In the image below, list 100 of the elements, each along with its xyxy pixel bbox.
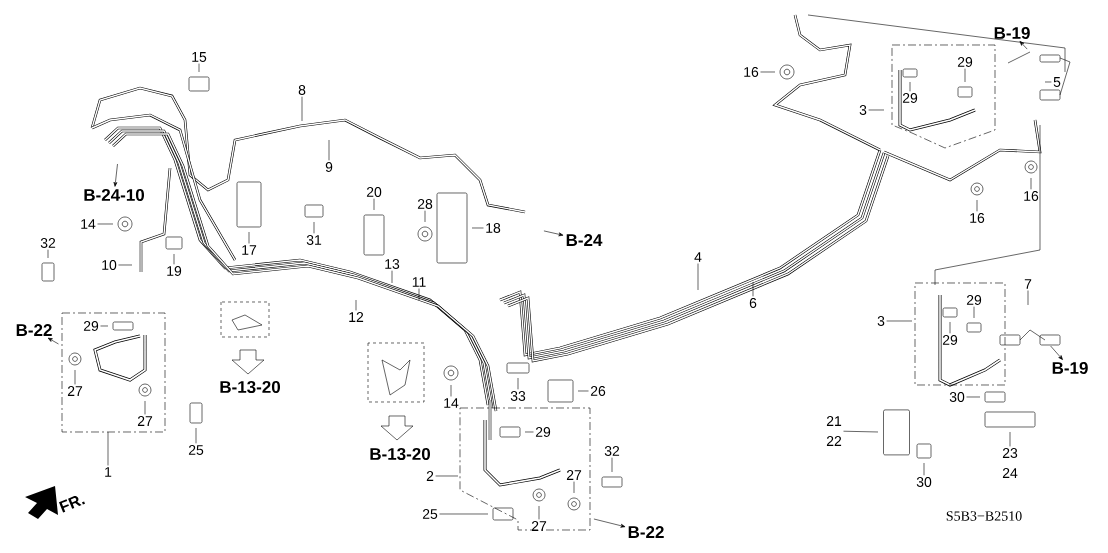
reference-arrow xyxy=(543,230,564,237)
callout-number: 16 xyxy=(1024,191,1039,201)
leader-line xyxy=(435,475,459,477)
leader-line xyxy=(100,325,109,327)
leader-line xyxy=(328,139,330,161)
leader-line xyxy=(1030,177,1032,190)
leader-line xyxy=(144,400,146,415)
leader-line xyxy=(424,210,426,223)
callout-number: 13 xyxy=(385,259,400,269)
leader-line xyxy=(195,427,197,444)
callout-number: 25 xyxy=(188,445,204,455)
leader-line xyxy=(886,320,913,322)
callout-number: 29 xyxy=(83,321,99,331)
leader-line xyxy=(524,431,534,433)
leader-line xyxy=(611,457,613,473)
callout-number: 29 xyxy=(535,427,551,437)
callout-number: 18 xyxy=(486,223,501,233)
leader-line xyxy=(964,68,966,83)
callout-number: 9 xyxy=(325,162,333,172)
leader-line xyxy=(97,223,114,225)
leader-line xyxy=(1027,290,1029,306)
leader-line xyxy=(760,71,776,73)
leader-line xyxy=(450,384,452,397)
leader-line xyxy=(391,270,393,284)
callout-number: 30 xyxy=(949,392,965,402)
callout-number: 27 xyxy=(531,521,547,531)
leader-line xyxy=(418,288,420,301)
leader-line xyxy=(923,462,925,476)
leader-line xyxy=(471,227,484,229)
leader-line xyxy=(843,430,879,433)
reference-arrow xyxy=(593,518,626,528)
leader-line xyxy=(976,199,978,212)
callout-number: 4 xyxy=(694,252,702,262)
callout-number: 28 xyxy=(417,199,433,209)
reference-label: B-13-20 xyxy=(220,380,280,393)
callout-number: 32 xyxy=(40,238,56,248)
callout-number: 32 xyxy=(604,446,620,456)
leader-line xyxy=(1044,81,1052,83)
callout-number: 7 xyxy=(1024,279,1032,289)
leader-line xyxy=(355,299,357,311)
leader-line xyxy=(697,263,699,291)
leader-line xyxy=(538,505,540,520)
callout-number: 12 xyxy=(349,312,364,322)
leader-line xyxy=(966,396,981,398)
reference-label: B-24-10 xyxy=(84,188,144,201)
leader-line xyxy=(373,198,375,211)
callout-number: 15 xyxy=(192,52,207,62)
reference-label: B-22 xyxy=(628,526,664,538)
leader-line xyxy=(118,264,133,266)
callout-number: 29 xyxy=(942,335,958,345)
callout-number: 27 xyxy=(137,416,153,426)
callout-number: 29 xyxy=(966,295,982,305)
leader-line xyxy=(313,221,315,234)
leader-line xyxy=(198,63,200,73)
callout-number: 16 xyxy=(970,213,985,223)
leader-line xyxy=(973,306,975,319)
callout-number: 31 xyxy=(306,235,322,245)
leader-line xyxy=(74,369,76,385)
leader-line xyxy=(301,96,303,122)
leader-line xyxy=(47,249,49,259)
leader-line xyxy=(573,481,575,494)
leader-line xyxy=(909,81,911,92)
callout-number: 19 xyxy=(167,266,182,276)
callout-number: 10 xyxy=(102,260,117,270)
leader-line xyxy=(248,231,250,244)
callout-number: 3 xyxy=(859,105,867,115)
leader-line xyxy=(1009,431,1011,447)
callout-number: 5 xyxy=(1053,77,1061,87)
callout-number: 6 xyxy=(749,298,757,308)
callout-number: 20 xyxy=(366,187,382,197)
callout-number: 21 22 xyxy=(826,416,842,446)
reference-arrow xyxy=(1050,345,1063,360)
leader-line xyxy=(868,109,885,111)
callout-number: 11 xyxy=(412,277,426,287)
reference-label: B-24 xyxy=(566,234,603,246)
leader-line xyxy=(577,390,589,392)
callout-number: 26 xyxy=(590,386,606,396)
leader-line xyxy=(107,431,109,466)
callout-number: 29 xyxy=(902,93,918,103)
callout-number: 33 xyxy=(510,391,526,401)
callout-number: 16 xyxy=(744,67,759,77)
reference-arrow xyxy=(47,337,59,345)
callout-number: 14 xyxy=(444,398,459,408)
reference-label: B-22 xyxy=(16,324,52,336)
reference-arrow xyxy=(1019,41,1028,50)
callout-number: 25 xyxy=(422,509,438,519)
callout-number: 1 xyxy=(105,467,112,477)
callout-number: 29 xyxy=(957,57,973,67)
reference-arrow xyxy=(113,163,118,187)
callout-number: 14 xyxy=(81,219,96,229)
callout-number: 3 xyxy=(877,316,885,326)
reference-label: B-19 xyxy=(1052,361,1088,374)
leader-line xyxy=(439,513,489,515)
front-label: FR. xyxy=(59,496,85,513)
callout-number: 23 24 xyxy=(1002,448,1018,478)
reference-label: B-13-20 xyxy=(370,447,430,460)
callout-number: 2 xyxy=(426,471,434,481)
leader-line xyxy=(173,253,175,265)
drawing-number: S5B3−B2510 xyxy=(946,511,1022,521)
leader-line xyxy=(752,281,754,297)
